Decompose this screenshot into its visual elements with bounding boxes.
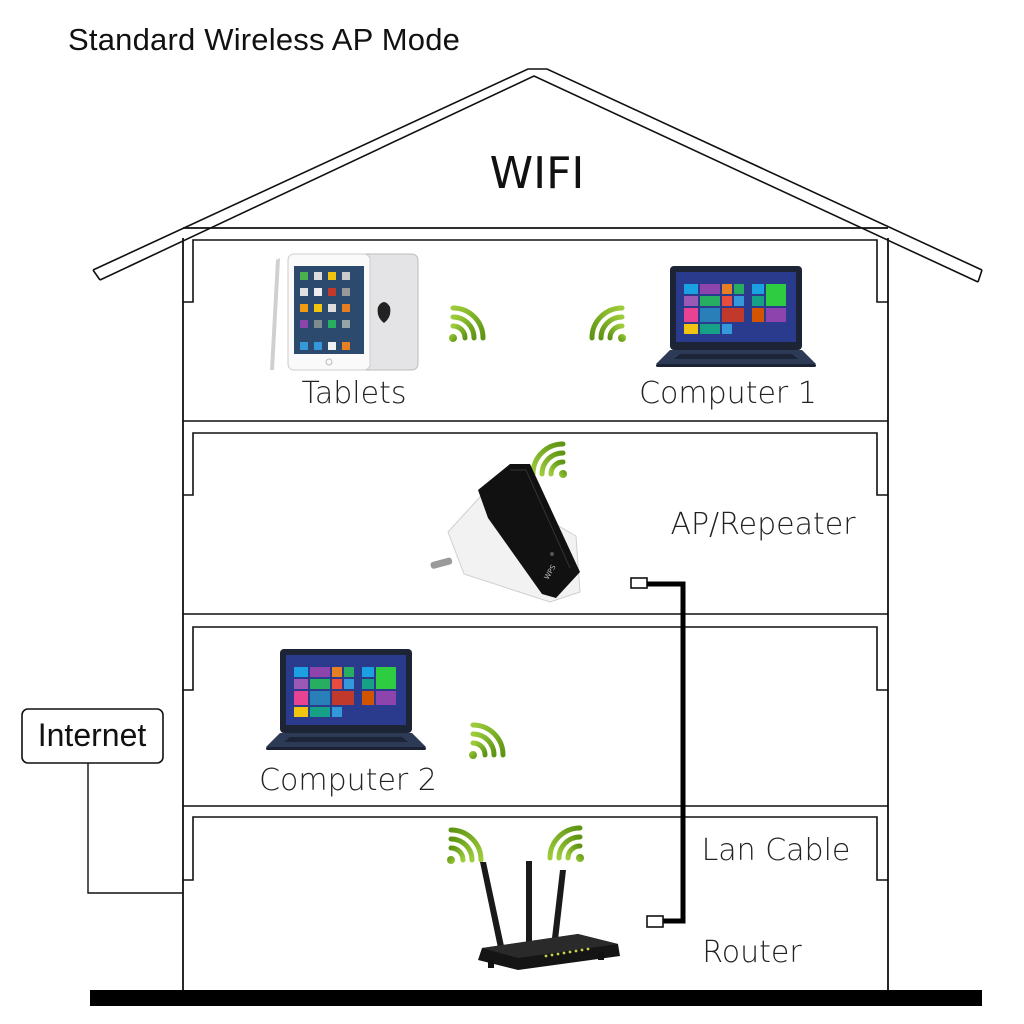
internet-node[interactable]: Internet <box>21 708 164 764</box>
diagram-title: Standard Wireless AP Mode <box>68 22 461 57</box>
wifi-signal-icon <box>469 725 503 759</box>
ap-repeater-label: AP/Repeater <box>670 507 856 542</box>
tablet-icon <box>270 253 419 371</box>
roof <box>92 68 983 283</box>
repeater-icon: WPS <box>430 464 581 603</box>
lan-cable <box>630 577 686 928</box>
wifi-signal-icon <box>533 444 567 478</box>
internet-label: Internet <box>38 717 147 753</box>
floor-outlines <box>183 239 888 881</box>
router-label: Router <box>702 935 802 970</box>
wifi-signal-icon <box>592 308 626 342</box>
laptop-icon <box>656 266 816 367</box>
laptop-icon <box>266 649 426 750</box>
ground-line <box>90 990 982 1006</box>
roof-wifi-label: WIFI <box>490 148 585 199</box>
router-icon <box>478 861 620 970</box>
wifi-signal-icon <box>447 830 481 864</box>
computer-2-label: Computer 2 <box>259 763 437 798</box>
lan-cable-label: Lan Cable <box>702 833 851 868</box>
lan-port-repeater <box>630 577 648 589</box>
computer-1-label: Computer 1 <box>639 376 817 411</box>
internet-box[interactable] <box>21 708 164 764</box>
lan-port-router <box>646 915 664 928</box>
house-walls <box>182 227 889 993</box>
internet-line <box>87 763 183 894</box>
wifi-signal-icon <box>449 308 483 342</box>
tablets-label: Tablets <box>302 376 407 411</box>
wifi-signal-icon <box>550 828 584 862</box>
